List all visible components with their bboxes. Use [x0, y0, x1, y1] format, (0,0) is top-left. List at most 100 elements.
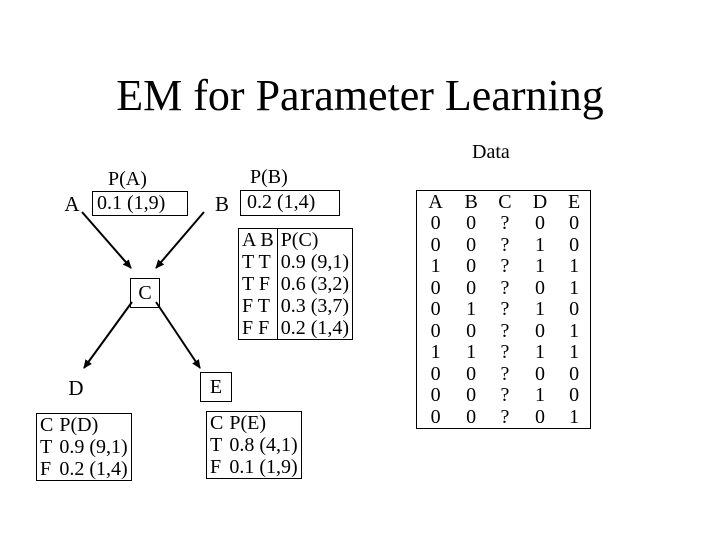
cpt-c-prob: 0.3 (3,7)	[276, 295, 353, 317]
data-cell-a: 0	[430, 319, 441, 342]
data-cell-c: ?	[500, 255, 510, 277]
table-row: T 0.9 (9,1)	[37, 436, 132, 458]
cpt-c-parents: T F	[242, 273, 270, 295]
data-cell-d: 1	[535, 255, 546, 277]
data-cell-b: 0	[466, 255, 477, 277]
cpt-e-header-prob: P(E)	[229, 412, 267, 434]
data-cell-e: 0	[569, 362, 580, 385]
cpt-a-value-box: 0.1 (1,9)	[92, 191, 188, 216]
cpt-e-table: C P(E) T 0.8 (4,1) F 0.1 (1,9)	[206, 411, 302, 479]
cpt-c-prob: 0.9 (9,1)	[276, 251, 353, 273]
page-title: EM for Parameter Learning	[116, 71, 604, 120]
data-cell-b: 0	[466, 233, 477, 256]
cpt-a-value: 0.1 (1,9)	[97, 192, 166, 214]
data-cell-a: 1	[430, 255, 441, 277]
cpt-c-header-prob: P(C)	[276, 228, 353, 251]
data-cell-d: 0	[535, 276, 546, 299]
data-header-row: A B C D E	[417, 191, 591, 214]
cpt-d-header-row: C P(D)	[37, 414, 132, 437]
node-d: D	[68, 376, 84, 400]
data-cell-d: 0	[535, 362, 546, 385]
table-row: F 0.1 (1,9)	[207, 456, 302, 479]
cpt-c-prob: 0.2 (1,4)	[276, 317, 353, 340]
table-row: F 0.2 (1,4)	[37, 458, 132, 481]
node-a: A	[64, 192, 80, 216]
data-cell-a: 0	[430, 298, 441, 320]
cpt-c-header-parents: A B	[242, 229, 274, 251]
data-cell-a: 0	[430, 233, 441, 256]
data-cell-b: 0	[466, 276, 477, 299]
table-row: 1 1? 1 1	[417, 341, 591, 364]
data-cell-c: ?	[500, 233, 510, 256]
cpt-d-prob: 0.2 (1,4)	[59, 458, 128, 480]
data-cell-d: 1	[535, 384, 546, 406]
cpt-a-header: P(A)	[108, 168, 147, 190]
data-cell-e: 0	[569, 298, 580, 320]
data-cell-b: 0	[466, 319, 477, 342]
data-cell-e: 1	[569, 276, 580, 299]
table-row: T F 0.6 (3,2)	[239, 273, 353, 295]
data-cell-a: 0	[430, 276, 441, 299]
data-column-header: D	[532, 191, 548, 213]
data-cell-c: ?	[500, 341, 510, 363]
cpt-d-parent: F	[40, 458, 52, 480]
data-column-header: B	[464, 191, 478, 213]
data-cell-a: 0	[430, 362, 441, 385]
cpt-d-table: C P(D) T 0.9 (9,1) F 0.2 (1,4)	[36, 413, 132, 481]
data-cell-a: 0	[430, 384, 441, 406]
table-row: T 0.8 (4,1)	[207, 434, 302, 456]
data-cell-c: ?	[500, 405, 510, 428]
data-cell-c: ?	[500, 212, 510, 234]
node-c: C	[130, 278, 160, 308]
data-cell-c: ?	[500, 276, 510, 299]
data-cell-e: 0	[569, 212, 580, 234]
cpt-e-parent: T	[210, 434, 223, 456]
data-column-header: E	[568, 191, 581, 213]
cpt-c-header-row: A B P(C)	[239, 228, 353, 251]
node-e-label: E	[209, 376, 223, 398]
data-cell-c: ?	[500, 384, 510, 406]
cpt-c-parents: F F	[242, 317, 270, 339]
edge-b-to-c	[155, 211, 205, 269]
data-cell-e: 1	[569, 341, 580, 363]
data-cell-a: 1	[430, 341, 441, 363]
data-cell-c: ?	[500, 362, 510, 385]
data-cell-d: 0	[535, 212, 546, 234]
table-row: F F 0.2 (1,4)	[239, 317, 353, 340]
data-cell-b: 0	[466, 362, 477, 385]
data-cell-c: ?	[500, 298, 510, 320]
edge-c-to-d	[83, 301, 133, 369]
data-cell-d: 1	[535, 298, 546, 320]
cpt-e-header-row: C P(E)	[207, 412, 302, 435]
data-cell-e: 1	[569, 255, 580, 277]
data-column-header: A	[428, 191, 443, 213]
data-cell-e: 0	[569, 384, 580, 406]
table-row: 1 0? 1 1	[417, 255, 591, 278]
cpt-c-parents: T T	[242, 251, 271, 273]
node-c-label: C	[138, 282, 152, 304]
cpt-e-parent: F	[210, 456, 222, 478]
cpt-d-prob: 0.9 (9,1)	[59, 436, 128, 458]
cpt-e-prob: 0.1 (1,9)	[229, 456, 298, 478]
cpt-d-header-prob: P(D)	[59, 414, 99, 436]
edge-a-to-c	[81, 211, 132, 269]
data-cell-b: 1	[466, 341, 477, 363]
cpt-b-value: 0.2 (1,4)	[247, 191, 316, 213]
data-cell-b: 0	[466, 212, 477, 234]
node-b: B	[214, 192, 229, 216]
data-cell-d: 1	[535, 341, 546, 363]
data-cell-d: 1	[535, 233, 546, 256]
data-label: Data	[472, 141, 510, 163]
edge-c-to-e	[155, 301, 201, 369]
data-cell-a: 0	[430, 212, 441, 234]
table-row: F T 0.3 (3,7)	[239, 295, 353, 317]
